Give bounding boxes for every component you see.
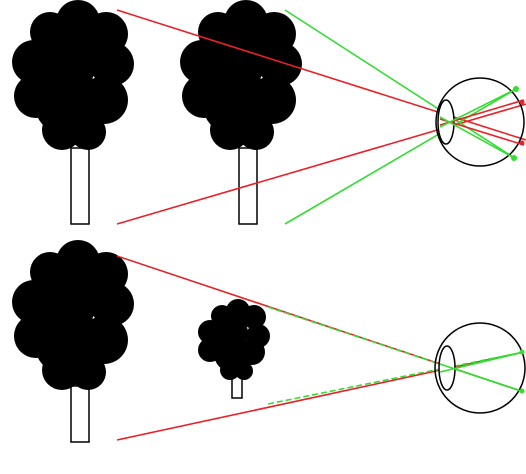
red-image-point-top <box>519 99 525 105</box>
red-ray-bottom <box>116 351 525 441</box>
green-image-point-top <box>513 86 519 92</box>
green-ray-bottom-inside <box>439 88 517 128</box>
far-tree <box>12 240 134 443</box>
tree-trunk <box>70 385 90 443</box>
image-point-top <box>519 349 525 355</box>
eyeball <box>435 77 525 167</box>
green-ray-top <box>284 9 517 160</box>
green-image-point-bottom <box>511 155 517 161</box>
top-panel <box>12 0 526 225</box>
tree-crown <box>198 299 270 380</box>
red-image-point-bottom <box>519 140 525 146</box>
green-ray-top-inside <box>439 116 517 160</box>
green-ray-bottom <box>267 351 525 405</box>
ray-bottom-inside <box>439 351 525 373</box>
far-tree <box>12 0 134 225</box>
eye <box>435 77 525 167</box>
red-ray-top-inside <box>439 118 525 146</box>
lens <box>437 99 455 145</box>
eye <box>434 322 526 414</box>
near-small-tree <box>198 299 270 399</box>
tree-crown <box>12 0 134 150</box>
image-point-bottom <box>519 388 525 394</box>
tree-crown <box>12 240 134 390</box>
green-ray-bottom <box>284 88 517 225</box>
tree-trunk <box>70 147 90 225</box>
tree-crown <box>180 0 302 150</box>
bottom-panel <box>12 240 526 443</box>
eyeball <box>434 322 526 414</box>
